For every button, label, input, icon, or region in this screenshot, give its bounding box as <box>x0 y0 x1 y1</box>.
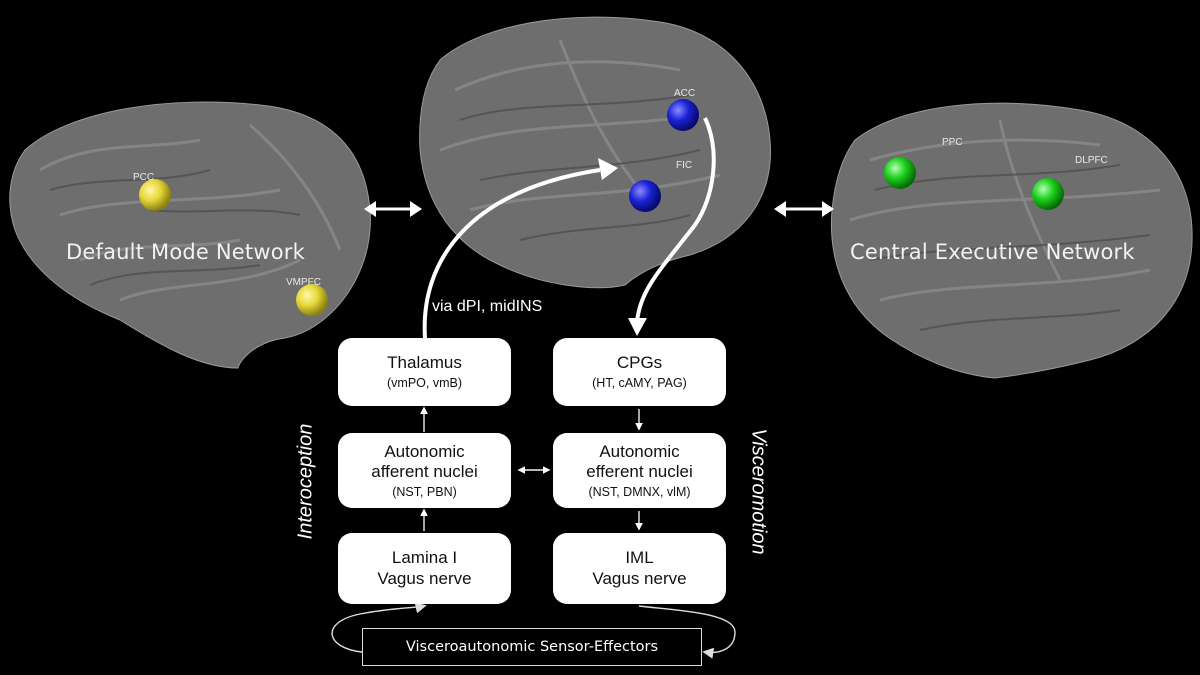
efferent-box: Autonomic efferent nuclei (NST, DMNX, vl… <box>553 433 726 508</box>
afferent-line2: afferent nuclei <box>371 461 478 481</box>
lamina-box: Lamina I Vagus nerve <box>338 533 511 604</box>
fic-node <box>629 180 661 212</box>
afferent-box: Autonomic afferent nuclei (NST, PBN) <box>338 433 511 508</box>
pathway-label: via dPI, midINS <box>432 298 543 315</box>
cen-title: Central Executive Network <box>850 240 1135 264</box>
center-brain <box>419 16 771 289</box>
acc-label: ACC <box>674 88 696 99</box>
acc-node <box>667 99 699 131</box>
dlpfc-label: DLPFC <box>1075 155 1108 166</box>
right-brain <box>830 102 1193 379</box>
vmpfc-label: VMPFC <box>286 277 321 288</box>
vmpfc-node <box>296 284 328 316</box>
interoception-label: Interoception <box>294 423 317 540</box>
cpgs-box: CPGs (HT, cAMY, PAG) <box>553 338 726 406</box>
pcc-label: PCC <box>133 172 155 183</box>
iml-line1: IML <box>625 548 654 568</box>
dlpfc-node <box>1032 178 1064 210</box>
box-connectors <box>420 406 643 531</box>
cpgs-sub: (HT, cAMY, PAG) <box>592 376 687 391</box>
ascending-arrowhead <box>598 158 618 180</box>
left-brain <box>9 101 371 369</box>
thalamus-title: Thalamus <box>387 353 462 373</box>
cpgs-title: CPGs <box>616 353 663 373</box>
ascending-pathway-arrow <box>422 168 601 339</box>
efferent-sub: (NST, DMNX, vlM) <box>588 484 691 499</box>
efferent-line2: efferent nuclei <box>586 461 693 481</box>
descending-pathway-arrow <box>635 117 716 323</box>
pcc-node <box>139 179 171 211</box>
thalamus-sub: (vmPO, vmB) <box>387 376 462 391</box>
ppc-node <box>884 157 916 189</box>
ppc-label: PPC <box>942 137 963 148</box>
afferent-sub: (NST, PBN) <box>392 484 457 499</box>
sensor-to-lamina-arrow <box>331 602 427 653</box>
sensor-effectors-box: Visceroautonomic Sensor-Effectors <box>362 628 702 666</box>
afferent-line1: Autonomic <box>384 441 465 461</box>
descending-arrowhead <box>628 318 647 336</box>
efferent-line1: Autonomic <box>599 441 680 461</box>
dmn-salience-arrow <box>364 201 422 217</box>
fic-label: FIC <box>676 160 693 171</box>
salience-cen-arrow <box>774 201 834 217</box>
iml-to-sensor-arrow <box>638 605 736 659</box>
lamina-line1: Lamina I <box>391 548 458 568</box>
iml-line2: Vagus nerve <box>592 568 687 588</box>
thalamus-box: Thalamus (vmPO, vmB) <box>338 338 511 406</box>
iml-box: IML Vagus nerve <box>553 533 726 604</box>
lamina-line2: Vagus nerve <box>377 568 472 588</box>
dmn-title: Default Mode Network <box>66 240 305 264</box>
visceromotion-label: Visceromotion <box>747 428 770 555</box>
